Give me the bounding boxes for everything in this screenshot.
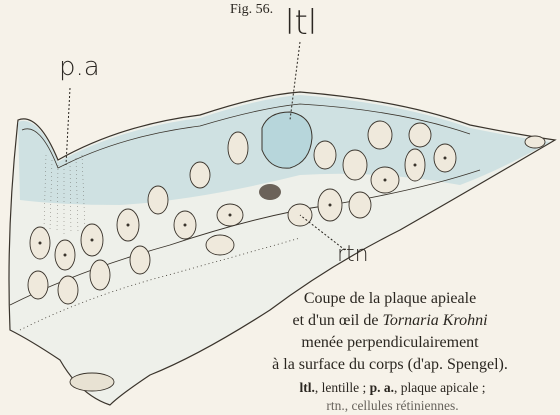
label-retinal-cells: rtn	[337, 242, 369, 267]
legend-line-2: rtn., cellules rétiniennes.	[225, 397, 560, 415]
legend-ltl-text: , lentille ;	[315, 380, 370, 395]
tip-cell	[525, 136, 545, 148]
legend-pa-text: , plaque apicale ;	[394, 380, 485, 395]
species-name: Tornaria Krohni	[382, 312, 487, 329]
legend-line-1: ltl., lentille ; p. a., plaque apicale ;	[225, 379, 560, 397]
figure-caption: Coupe de la plaque apieale et d'un œil d…	[225, 288, 555, 376]
caption-line-4: à la surface du corps (d'ap. Spengel).	[225, 354, 555, 376]
legend-pa-abbr: p. a.	[370, 380, 394, 395]
legend-ltl-abbr: ltl.	[300, 380, 315, 395]
caption-line-2: et d'un œil de Tornaria Krohni	[225, 310, 555, 332]
pigment-cell	[259, 184, 281, 200]
figure-number: Fig. 56.	[230, 2, 273, 18]
bottom-nucleus	[70, 373, 114, 391]
caption-line-3: menée perpendiculairement	[225, 332, 555, 354]
figure-legend: ltl., lentille ; p. a., plaque apicale ;…	[225, 379, 560, 415]
caption-line-1: Coupe de la plaque apieale	[225, 288, 555, 310]
label-apical-plate: p.a	[59, 52, 100, 82]
caption-line-2-text: et d'un œil de	[292, 312, 382, 329]
label-lens: ltl	[285, 3, 317, 43]
